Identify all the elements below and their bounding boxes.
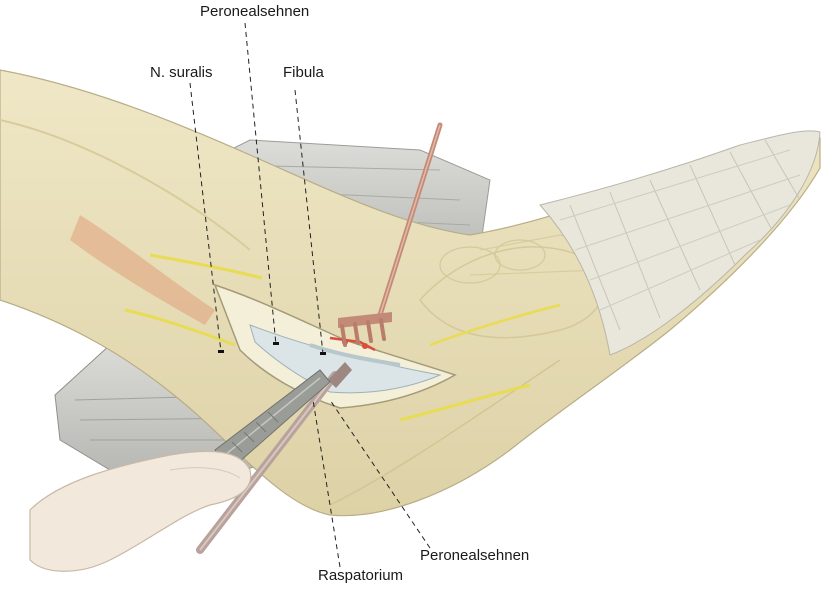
leg-and-foot (0, 69, 821, 517)
label-fibula: Fibula (283, 64, 324, 81)
raspatorium-instrument (196, 362, 352, 554)
leader-lines (189, 22, 431, 568)
retractor (338, 122, 443, 347)
leader-line-peroneal-bottom (329, 399, 431, 549)
leader-line-n-suralis (189, 82, 222, 353)
label-peronealsehnen-bottom: Peronealsehnen (420, 547, 530, 564)
incision-site (213, 283, 457, 409)
label-peronealsehnen-top: Peronealsehnen (200, 3, 310, 20)
leader-markers (218, 342, 326, 355)
forefoot-bandage (539, 130, 821, 356)
label-n-suralis: N. suralis (150, 64, 213, 81)
label-raspatorium: Raspatorium (318, 567, 404, 584)
surgeon-hand (29, 450, 252, 572)
leader-line-raspatorium (312, 399, 341, 568)
